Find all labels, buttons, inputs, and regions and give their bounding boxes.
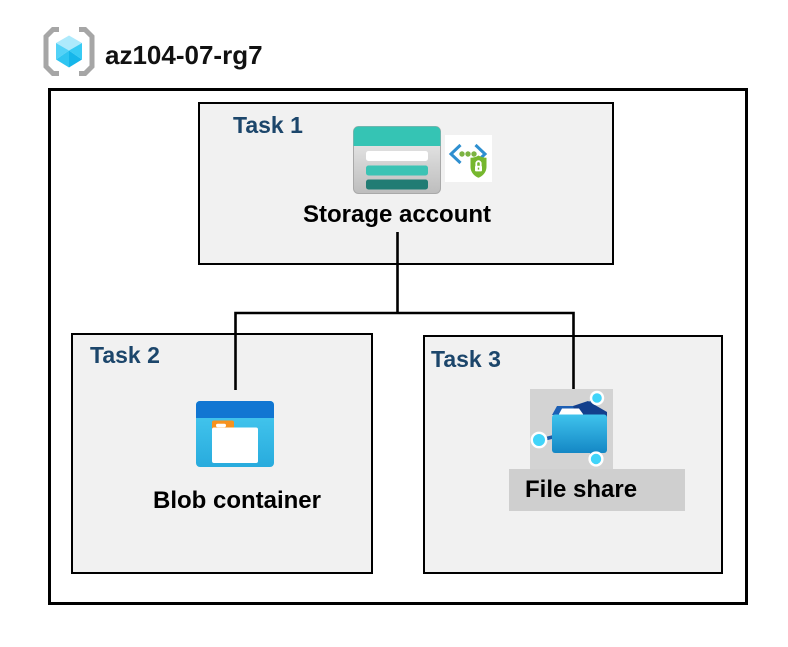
file-share-icon <box>530 390 607 467</box>
storage-account-label: Storage account <box>302 201 492 228</box>
resource-group-icon <box>43 27 95 76</box>
task-1-label: Task 1 <box>233 112 303 138</box>
shared-access-signature-lock-icon <box>445 135 492 182</box>
task-2-label: Task 2 <box>90 342 160 368</box>
file-share-selection-highlight <box>530 389 613 469</box>
resource-group-name: az104-07-rg7 <box>105 40 263 70</box>
file-share-label: File share <box>525 476 638 503</box>
task-3-label: Task 3 <box>431 346 501 372</box>
file-share-label-bar: File share <box>509 469 685 511</box>
blob-container-icon <box>196 401 274 467</box>
blob-container-label: Blob container <box>152 487 321 514</box>
storage-account-icon <box>353 126 441 194</box>
